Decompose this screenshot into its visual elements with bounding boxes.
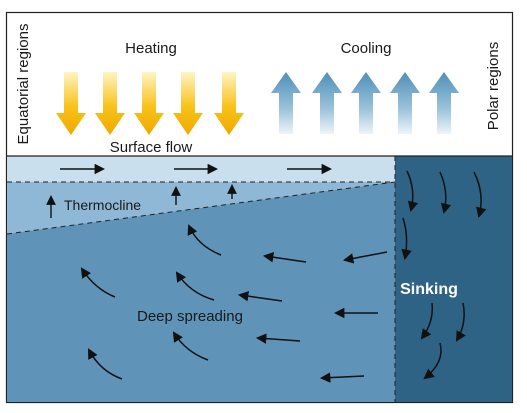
surface-flow-label: Surface flow (110, 139, 193, 156)
up-arrow-icon (271, 72, 459, 134)
heating-label: Heating (125, 40, 177, 57)
deep-spreading-arrows (80, 224, 388, 383)
sinking-label: Sinking (400, 281, 458, 298)
polar-water (395, 156, 512, 402)
thermocline-line (6, 181, 396, 235)
deep-spreading-label: Deep spreading (137, 308, 243, 325)
thermocline-label: Thermocline (64, 197, 141, 213)
upwelling-arrows (46, 184, 237, 218)
cooling-label: Cooling (341, 40, 392, 57)
sinking-arrows (401, 170, 487, 380)
polar-regions-label: Polar regions (485, 42, 502, 130)
down-arrow-icon (56, 72, 244, 135)
equatorial-regions-label: Equatorial regions (15, 24, 32, 145)
